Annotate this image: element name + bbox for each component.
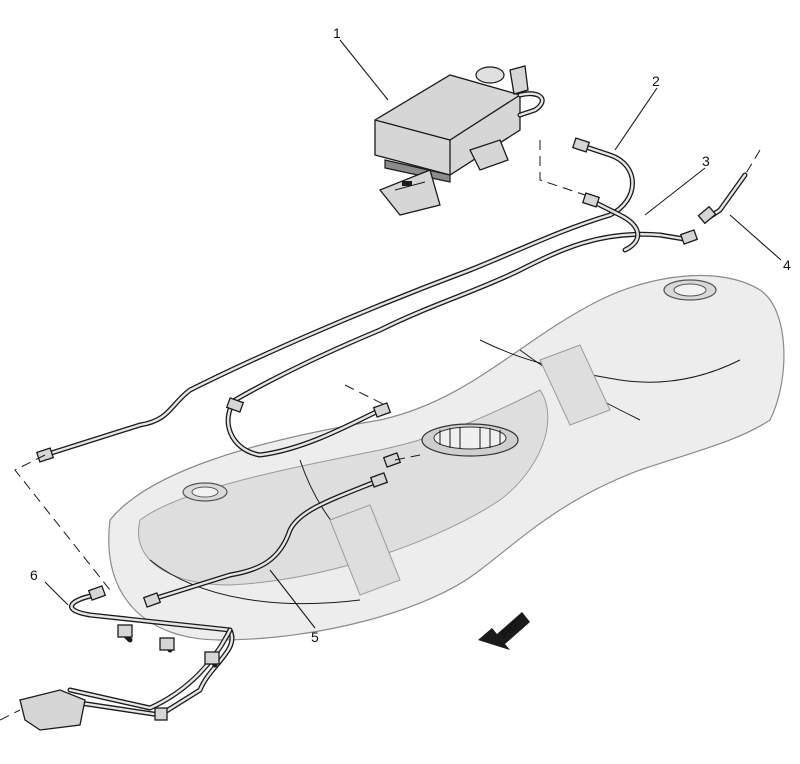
callout-2: 2 xyxy=(652,73,660,89)
callout-1: 1 xyxy=(333,25,341,41)
line-clip xyxy=(159,637,175,651)
line-clip xyxy=(117,624,133,638)
fuel-pump-module xyxy=(421,423,519,457)
rear-connector-block xyxy=(19,689,86,731)
front-direction-arrow: FRT xyxy=(478,612,530,650)
callout-6: 6 xyxy=(30,567,38,583)
canister-cap xyxy=(475,66,505,84)
line-clip xyxy=(154,707,168,721)
callout-4: 4 xyxy=(783,257,791,273)
fuel-lines xyxy=(19,137,748,731)
line-clip xyxy=(204,651,220,665)
callout-3: 3 xyxy=(702,153,710,169)
fuel-tank xyxy=(108,274,785,641)
alignment-lines xyxy=(0,140,761,721)
callout-5: 5 xyxy=(311,629,319,645)
evap-canister xyxy=(374,65,545,216)
callout-labels: 1 2 3 4 5 6 xyxy=(30,25,791,645)
callout-leaders xyxy=(44,39,782,629)
line-connectors xyxy=(35,137,717,608)
